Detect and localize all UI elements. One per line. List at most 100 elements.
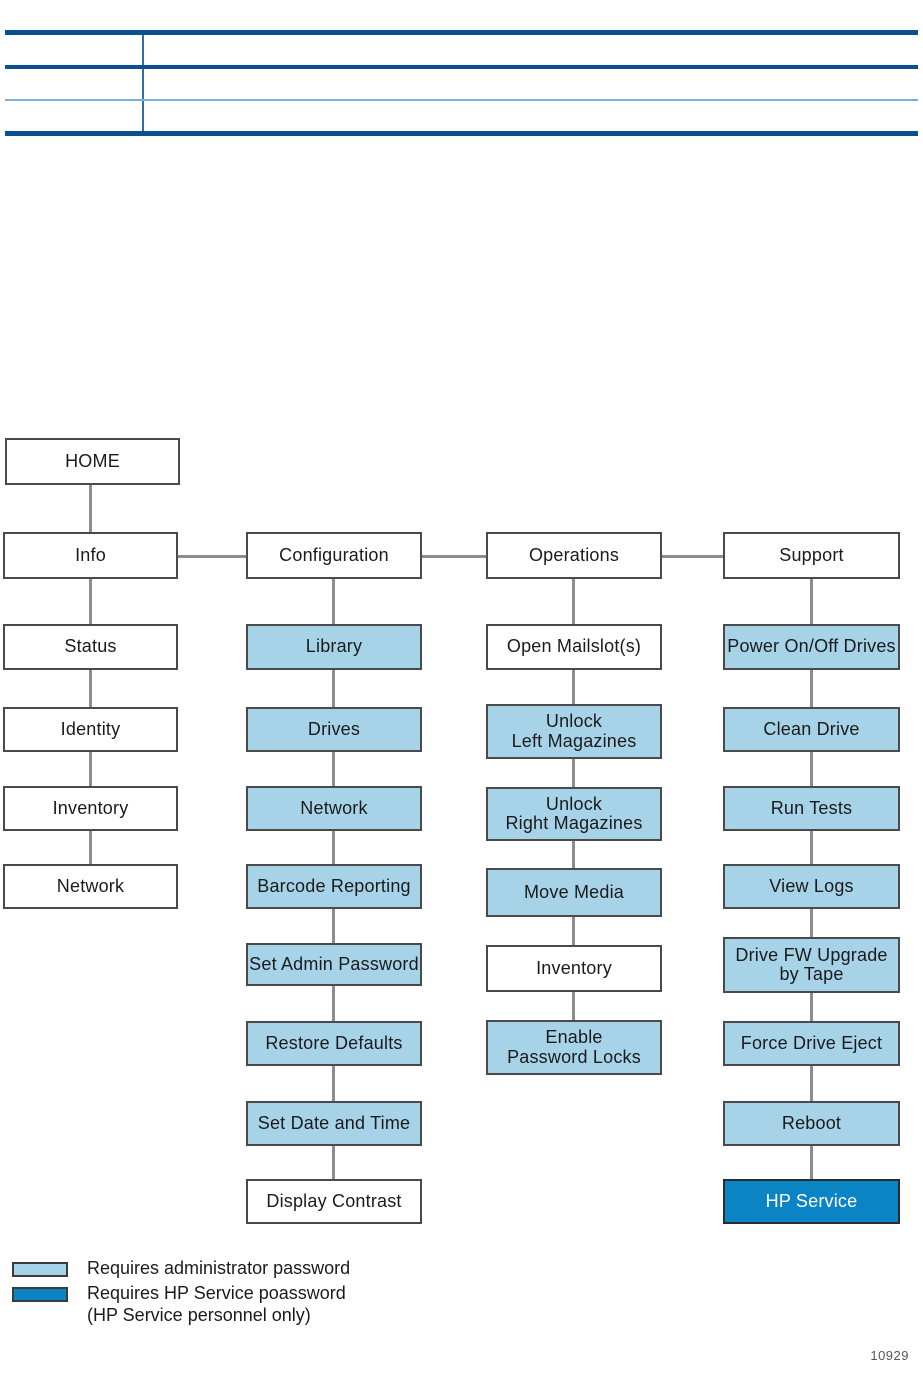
node-label: Info	[75, 544, 106, 565]
node-configuration-library[interactable]: Library	[246, 624, 422, 670]
legend-item-admin: Requires administrator password	[12, 1258, 532, 1280]
connector-configuration-col	[332, 831, 335, 868]
node-configuration-network[interactable]: Network	[246, 786, 422, 831]
node-info-inventory[interactable]: Inventory	[3, 786, 178, 831]
legend-swatch-service	[12, 1286, 68, 1302]
node-label: Force Drive Eject	[740, 1032, 883, 1053]
node-label: Open Mailslot(s)	[506, 636, 642, 657]
node-label: Operations	[528, 544, 620, 565]
connector-configuration-col	[332, 909, 335, 943]
node-label: Identity	[60, 718, 121, 739]
node-label: Unlock	[545, 711, 603, 732]
connector-operations-col	[572, 841, 575, 868]
connector-info-col	[89, 752, 92, 790]
node-label: Network	[56, 875, 125, 896]
node-support-power-on-off-drives[interactable]: Power On/Off Drives	[723, 624, 900, 670]
node-label: Reboot	[781, 1112, 842, 1133]
node-label: Support	[779, 544, 844, 565]
node-operations-inventory[interactable]: Inventory	[486, 945, 662, 992]
node-operations-enable-password-locks[interactable]: Enable Password Locks	[486, 1020, 662, 1075]
node-info[interactable]: Info	[3, 532, 178, 579]
node-info-identity[interactable]: Identity	[3, 707, 178, 752]
connector-operations-col	[572, 670, 575, 704]
node-label-wrap: Unlock Right Magazines	[505, 793, 643, 834]
connector-configuration-col	[332, 1146, 335, 1179]
connector-info-col	[89, 831, 92, 868]
node-label-wrap: Enable Password Locks	[507, 1027, 641, 1067]
node-support-force-drive-eject[interactable]: Force Drive Eject	[723, 1021, 900, 1066]
node-configuration[interactable]: Configuration	[246, 532, 422, 579]
node-label: Unlock	[545, 793, 603, 814]
node-label: Inventory	[536, 957, 612, 978]
node-label: Configuration	[279, 544, 389, 565]
connector-support-col	[810, 831, 813, 868]
node-operations-move-media[interactable]: Move Media	[486, 868, 662, 917]
node-label-line2: Right Magazines	[505, 813, 643, 833]
node-label: Display Contrast	[266, 1190, 402, 1211]
legend-label-service-sub: (HP Service personnel only)	[87, 1304, 311, 1325]
node-label: HOME	[65, 450, 120, 471]
node-home[interactable]: HOME	[5, 438, 180, 485]
connector-support-col	[810, 909, 813, 937]
node-label-line2: Password Locks	[507, 1046, 641, 1067]
connector-support-col	[810, 752, 813, 790]
table-cell	[142, 100, 918, 136]
node-label: View Logs	[769, 875, 854, 896]
node-label: Library	[305, 636, 363, 657]
node-configuration-set-admin-password[interactable]: Set Admin Password	[246, 943, 422, 986]
node-label: Barcode Reporting	[257, 875, 411, 896]
node-configuration-display-contrast[interactable]: Display Contrast	[246, 1179, 422, 1224]
node-operations[interactable]: Operations	[486, 532, 662, 579]
node-label-wrap: Unlock Left Magazines	[512, 711, 637, 751]
node-support-clean-drive[interactable]: Clean Drive	[723, 707, 900, 752]
node-support[interactable]: Support	[723, 532, 900, 579]
node-label: Set Date and Time	[257, 1112, 411, 1133]
connector-operations-col	[572, 992, 575, 1020]
node-support-reboot[interactable]: Reboot	[723, 1101, 900, 1146]
node-info-network[interactable]: Network	[3, 864, 178, 909]
connector-support-col	[810, 579, 813, 627]
table-cell	[5, 30, 143, 69]
node-support-view-logs[interactable]: View Logs	[723, 864, 900, 909]
legend-label-service: Requires HP Service poassword (HP Servic…	[87, 1283, 346, 1327]
node-support-run-tests[interactable]: Run Tests	[723, 786, 900, 831]
node-label: Move Media	[523, 881, 625, 902]
legend-label-admin: Requires administrator password	[87, 1258, 351, 1278]
node-label: Power On/Off Drives	[727, 636, 896, 657]
node-configuration-drives[interactable]: Drives	[246, 707, 422, 752]
connector-info-to-configuration	[178, 555, 246, 558]
node-configuration-restore-defaults[interactable]: Restore Defaults	[246, 1021, 422, 1066]
connector-configuration-col	[332, 1066, 335, 1101]
node-label: Network	[300, 797, 368, 818]
connector-support-col	[810, 1146, 813, 1179]
connector-configuration-col	[332, 752, 335, 790]
legend: Requires administrator password Requires…	[12, 1258, 532, 1330]
node-support-drive-fw-upgrade-by-tape[interactable]: Drive FW Upgrade by Tape	[723, 937, 900, 993]
connector-configuration-col	[332, 670, 335, 711]
node-label: Restore Defaults	[265, 1032, 403, 1053]
node-label-wrap: Drive FW Upgrade by Tape	[735, 945, 887, 985]
node-configuration-set-date-and-time[interactable]: Set Date and Time	[246, 1101, 422, 1146]
connector-operations-col	[572, 579, 575, 627]
table-cell	[142, 30, 918, 69]
connector-support-col	[810, 993, 813, 1021]
connector-home-to-info	[89, 485, 92, 533]
table-row	[5, 67, 918, 101]
node-operations-open-mailslots[interactable]: Open Mailslot(s)	[486, 624, 662, 670]
node-label: Inventory	[52, 797, 129, 818]
node-label: Clean Drive	[763, 718, 860, 739]
legend-swatch-admin	[12, 1262, 68, 1277]
node-label: Run Tests	[770, 797, 853, 818]
connector-configuration-to-operations	[422, 555, 486, 558]
connector-support-col	[810, 1066, 813, 1101]
table-row	[5, 100, 918, 136]
node-operations-unlock-right-magazines[interactable]: Unlock Right Magazines	[486, 787, 662, 841]
table-cell	[5, 100, 143, 136]
connector-operations-col	[572, 759, 575, 787]
node-support-hp-service[interactable]: HP Service	[723, 1179, 900, 1224]
node-operations-unlock-left-magazines[interactable]: Unlock Left Magazines	[486, 704, 662, 759]
node-configuration-barcode-reporting[interactable]: Barcode Reporting	[246, 864, 422, 909]
node-info-status[interactable]: Status	[3, 624, 178, 670]
connector-support-col	[810, 670, 813, 711]
